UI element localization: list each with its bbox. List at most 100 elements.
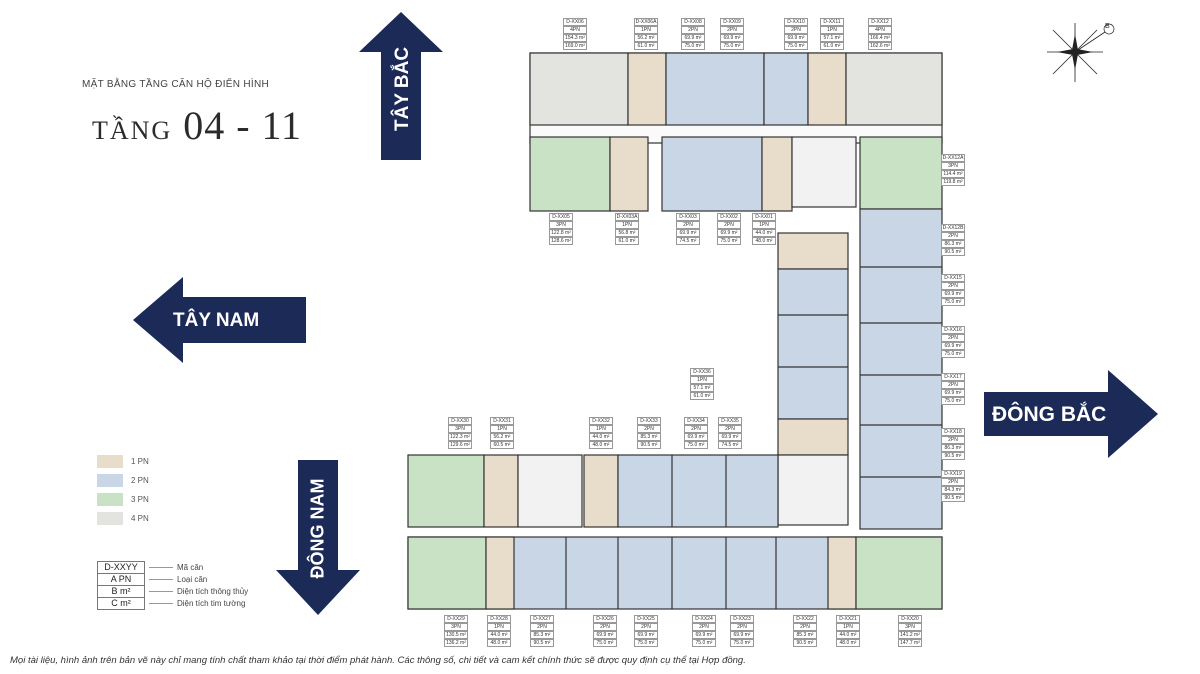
unit-type: 2PN (692, 623, 716, 631)
unit-area-net: 69.9 m² (730, 631, 754, 639)
unit-area-net: 44.0 m² (836, 631, 860, 639)
unit-area-net: 44.0 m² (752, 229, 776, 237)
unit-area-gross: 61.0 m² (615, 237, 639, 245)
unit-area-net: 69.9 m² (941, 389, 965, 397)
unit-code: D-XX27 (530, 615, 554, 623)
unit-code: D-XX22 (793, 615, 817, 623)
unit-area-net: 69.9 m² (676, 229, 700, 237)
unit-code: D-XX03 (676, 213, 700, 221)
key-row: D-XXYY Mã căn (97, 560, 248, 574)
legend-item: 2 PN (97, 471, 149, 490)
unit-area-gross: 90.5 m² (530, 639, 554, 647)
key-desc: Loại căn (177, 574, 208, 584)
unit-area-net: 69.9 m² (681, 34, 705, 42)
unit-area-gross: 128.6 m² (549, 237, 573, 245)
key-row: C m² Diện tích tim tường (97, 596, 248, 610)
unit-code: D-XX29 (444, 615, 468, 623)
unit-area-net: 56.2 m² (634, 34, 658, 42)
unit-type: 1PN (589, 425, 613, 433)
arrow-south-west: TÂY NAM (133, 277, 306, 363)
unit-area-gross: 75.0 m² (681, 42, 705, 50)
key-code: C m² (97, 596, 145, 610)
unit-area-gross: 75.0 m² (634, 639, 658, 647)
unit-code: D-XX15 (941, 274, 965, 282)
unit-area-net: 44.0 m² (589, 433, 613, 441)
unit-code: D-XX01 (752, 213, 776, 221)
unit-type: 2PN (941, 381, 965, 389)
unit-type: 3PN (549, 221, 573, 229)
unit-area-gross: 75.0 m² (941, 397, 965, 405)
unit-area-net: 56.8 m² (615, 229, 639, 237)
plan-title-floors: 04 - 11 (183, 103, 303, 148)
unit-code: D-XX20 (898, 615, 922, 623)
unit-type: 2PN (684, 425, 708, 433)
unit-code: D-XX32 (589, 417, 613, 425)
unit-type: 1PN (490, 425, 514, 433)
unit-area-net: 114.4 m² (941, 170, 965, 178)
unit-area-net: 69.9 m² (941, 290, 965, 298)
unit-key: D-XXYY Mã căn A PN Loại căn B m² Diện tí… (97, 560, 249, 610)
unit-type: 2PN (634, 623, 658, 631)
arrow-north-west: TÂY BẮC (357, 12, 445, 160)
unit-area-net: 69.9 m² (720, 34, 744, 42)
legend-swatch-4pn (97, 512, 123, 525)
unit-area-net: 69.9 m² (593, 631, 617, 639)
unit-area-gross: 75.0 m² (784, 42, 808, 50)
unit-type: 2PN (941, 478, 965, 486)
plan-title-prefix: TẦNG (92, 116, 173, 145)
unit-type: 3PN (941, 162, 965, 170)
unit-type: 3PN (444, 623, 468, 631)
unit-area-net: 86.3 m² (941, 444, 965, 452)
unit-type: 2PN (718, 425, 742, 433)
unit-code: D-XX12 (868, 18, 892, 26)
unit-area-gross: 75.0 m² (692, 639, 716, 647)
plan-title: TẦNG 04 - 11 (92, 102, 302, 149)
unit-area-gross: 169.0 m² (563, 42, 587, 50)
unit-area-net: 69.9 m² (941, 342, 965, 350)
unit-code: D-XX06 (563, 18, 587, 26)
unit-area-net: 69.9 m² (717, 229, 741, 237)
unit-type: 4PN (868, 26, 892, 34)
arrow-north-east-label: ĐÔNG BẮC (992, 403, 1107, 426)
unit-area-gross: 90.5 m² (637, 441, 661, 449)
unit-code: D-XX25 (634, 615, 658, 623)
unit-area-net: 85.3 m² (637, 433, 661, 441)
legend-swatch-3pn (97, 493, 123, 506)
unit-code: D-XX16 (941, 326, 965, 334)
unit-area-gross: 90.5 m² (941, 248, 965, 256)
unit-code: D-XX12B (941, 224, 965, 232)
unit-type: 2PN (941, 282, 965, 290)
unit-type: 1PN (752, 221, 776, 229)
unit-code: D-XX02 (717, 213, 741, 221)
unit-area-gross: 75.0 m² (730, 639, 754, 647)
compass-label: B (1105, 23, 1110, 30)
key-desc: Diện tích thông thủy (177, 586, 249, 596)
unit-type: 1PN (487, 623, 511, 631)
arrow-north-east: ĐÔNG BẮC (984, 370, 1158, 458)
unit-type: 1PN (690, 376, 714, 384)
unit-area-gross: 48.0 m² (752, 237, 776, 245)
arrow-south-east: ĐÔNG NAM (276, 460, 360, 615)
unit-code: D-XX21 (836, 615, 860, 623)
unit-area-net: 57.1 m² (820, 34, 844, 42)
legend-label: 1 PN (131, 457, 149, 466)
